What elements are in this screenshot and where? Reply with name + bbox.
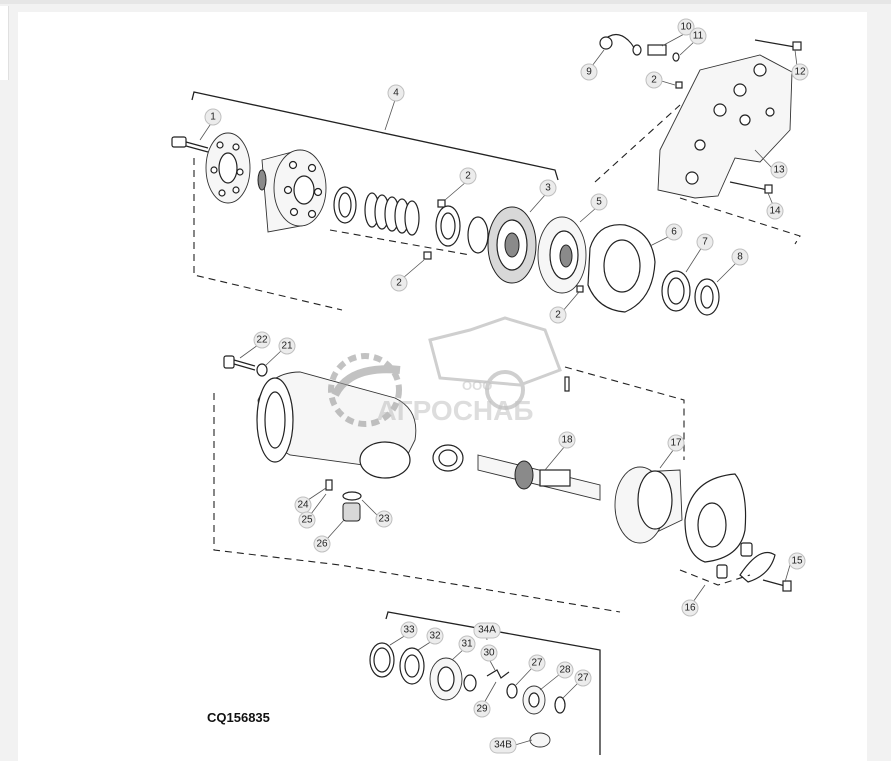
callout: 30 (480, 644, 498, 671)
bolt-part-1 (171, 136, 209, 153)
svg-text:23: 23 (378, 514, 390, 525)
callout: 10 (661, 18, 695, 47)
callout: 13 (754, 149, 788, 179)
spring (364, 192, 420, 236)
callout: 23 (361, 499, 393, 528)
svg-text:14: 14 (769, 206, 781, 217)
svg-text:9: 9 (586, 67, 592, 78)
callout: 2 (549, 291, 580, 324)
callout: 12 (791, 49, 809, 81)
bearing-cup-part-17 (614, 466, 683, 544)
svg-text:27: 27 (577, 673, 589, 684)
svg-text:22: 22 (256, 335, 268, 346)
motor-housing (223, 355, 601, 522)
svg-text:2: 2 (396, 278, 402, 289)
svg-text:4: 4 (393, 88, 399, 99)
callout: 16 (681, 584, 706, 617)
callout: 8 (716, 248, 749, 283)
svg-text:15: 15 (791, 556, 803, 567)
svg-text:6: 6 (671, 227, 677, 238)
callout: 11 (679, 27, 707, 56)
watermark: ООО АГРОСНАБ (328, 316, 562, 427)
cover-part-16 (679, 473, 792, 592)
svg-text:34B: 34B (494, 740, 512, 751)
svg-text:11: 11 (693, 31, 704, 42)
callout: 25 (298, 493, 327, 529)
svg-text:27: 27 (531, 658, 543, 669)
callout: 31 (451, 635, 476, 661)
svg-text:2: 2 (465, 171, 471, 182)
svg-text:33: 33 (403, 625, 415, 636)
callout: 29 (473, 681, 497, 718)
svg-text:25: 25 (301, 515, 313, 526)
svg-text:29: 29 (476, 704, 488, 715)
callout: 32 (417, 627, 444, 651)
housing-part-13 (594, 33, 802, 245)
svg-text:34A: 34A (478, 625, 496, 636)
swash-plate-part-3 (487, 206, 537, 284)
svg-text:32: 32 (429, 631, 441, 642)
callout: 27 (515, 654, 546, 686)
watermark-line2: АГРОСНАБ (377, 395, 534, 426)
callout: 2 (645, 71, 676, 89)
callout: 6 (649, 223, 683, 247)
callout: 22 (239, 331, 271, 359)
callout: 34A (473, 622, 501, 639)
callout: 7 (685, 233, 714, 273)
bearing-part-5 (537, 216, 587, 294)
svg-text:18: 18 (561, 435, 573, 446)
callout: 1 (199, 108, 222, 141)
callout: 17 (659, 434, 685, 469)
svg-text:2: 2 (555, 310, 561, 321)
svg-text:26: 26 (316, 539, 328, 550)
svg-text:10: 10 (680, 22, 692, 33)
callout: 33 (389, 621, 418, 646)
callout: 28 (539, 661, 574, 691)
callout: 21 (264, 337, 296, 367)
bottom-assembly (369, 642, 566, 748)
svg-text:8: 8 (737, 252, 743, 263)
callout: 5 (579, 193, 608, 223)
svg-text:17: 17 (670, 438, 682, 449)
callout: 2 (390, 259, 425, 292)
svg-text:16: 16 (684, 603, 696, 614)
watermark-line1: ООО (462, 378, 492, 393)
pin-part-2a (437, 199, 446, 208)
svg-text:12: 12 (794, 67, 806, 78)
callout: 3 (529, 179, 557, 213)
callout: 34B (489, 737, 533, 754)
callout: 26 (313, 519, 345, 553)
svg-text:3: 3 (545, 183, 551, 194)
callout: 9 (580, 49, 605, 81)
callout: 18 (544, 431, 576, 471)
callout: 2 (444, 167, 477, 201)
svg-text:13: 13 (773, 165, 785, 176)
group-4-outline (191, 91, 559, 311)
svg-text:30: 30 (483, 648, 495, 659)
callout: 4 (387, 84, 405, 102)
side-panel (0, 6, 9, 80)
top-assembly (171, 132, 720, 316)
svg-text:24: 24 (297, 500, 309, 511)
figure-id: CQ156835 (207, 710, 270, 725)
svg-text:5: 5 (596, 197, 602, 208)
svg-text:1: 1 (210, 112, 216, 123)
svg-text:21: 21 (281, 341, 293, 352)
shaft (477, 454, 601, 501)
pin-part-2b (423, 251, 432, 260)
callout: 15 (784, 552, 806, 583)
svg-text:28: 28 (559, 665, 571, 676)
svg-text:2: 2 (651, 75, 657, 86)
callout: 14 (766, 192, 784, 220)
top-bar (0, 0, 891, 4)
callout: 27 (562, 669, 592, 699)
cylinder-block (257, 149, 327, 233)
svg-text:31: 31 (461, 639, 473, 650)
callouts: 1 2 2 2 2 3 4 5 6 7 8 9 10 11 12 13 14 1… (199, 18, 809, 754)
svg-text:7: 7 (702, 237, 708, 248)
motor-housing-outline (213, 366, 685, 613)
